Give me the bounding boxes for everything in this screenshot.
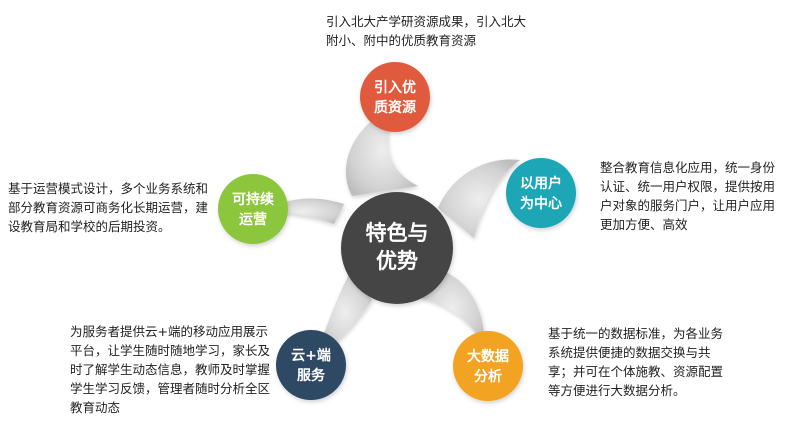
petal-user <box>438 159 520 238</box>
petal-cloud <box>318 272 372 352</box>
desc-cloud-service: 为服务者提供云+端的移动应用展示平台，让学生随时随地学习，家长及时了解学生动态信… <box>70 324 271 415</box>
petal-bigdata <box>420 270 485 346</box>
node-quality-line2: 质资源 <box>374 99 416 116</box>
center-label-line1: 特色与 <box>366 221 429 245</box>
desc-big-data: 基于统一的数据标准，为各业务系统提供便捷的数据交换与共享；并可在个体施教、资源配… <box>548 326 724 398</box>
desc-sustainable-operation: 基于运营模式设计，多个业务系统和部分教育资源可商务化长期运营，建设教育局和学校的… <box>8 181 209 234</box>
node-bigdata-line1: 大数据 <box>467 348 509 365</box>
node-sustain-line1: 可持续 <box>232 191 274 208</box>
node-cloud-line1: 云+端 <box>291 347 331 364</box>
node-user-line2: 为中心 <box>520 195 562 212</box>
node-sustainable-operation: 可持续 运营 <box>218 174 288 244</box>
petal-quality <box>345 105 418 196</box>
center-label-line2: 优势 <box>376 249 418 273</box>
node-bigdata-line2: 分析 <box>474 368 502 385</box>
node-cloud-line2: 服务 <box>297 367 326 384</box>
desc-user-centered: 整合教育信息化应用，统一身份认证、统一用户权限，提供按用户对象的服务门户，让用户… <box>600 160 776 232</box>
center-node: 特色与 优势 <box>341 192 453 304</box>
node-quality-resources: 引入优 质资源 <box>360 62 430 132</box>
node-cloud-service: 云+端 服务 <box>276 330 346 400</box>
node-user-line1: 以用户 <box>520 175 562 192</box>
node-user-centered: 以用户 为中心 <box>506 158 576 228</box>
node-big-data: 大数据 分析 <box>453 331 523 401</box>
desc-quality-resources: 引入北大产学研资源成果，引入北大附小、附中的优质教育资源 <box>326 14 527 48</box>
node-sustain-line2: 运营 <box>239 211 267 228</box>
node-quality-line1: 引入优 <box>374 79 416 96</box>
